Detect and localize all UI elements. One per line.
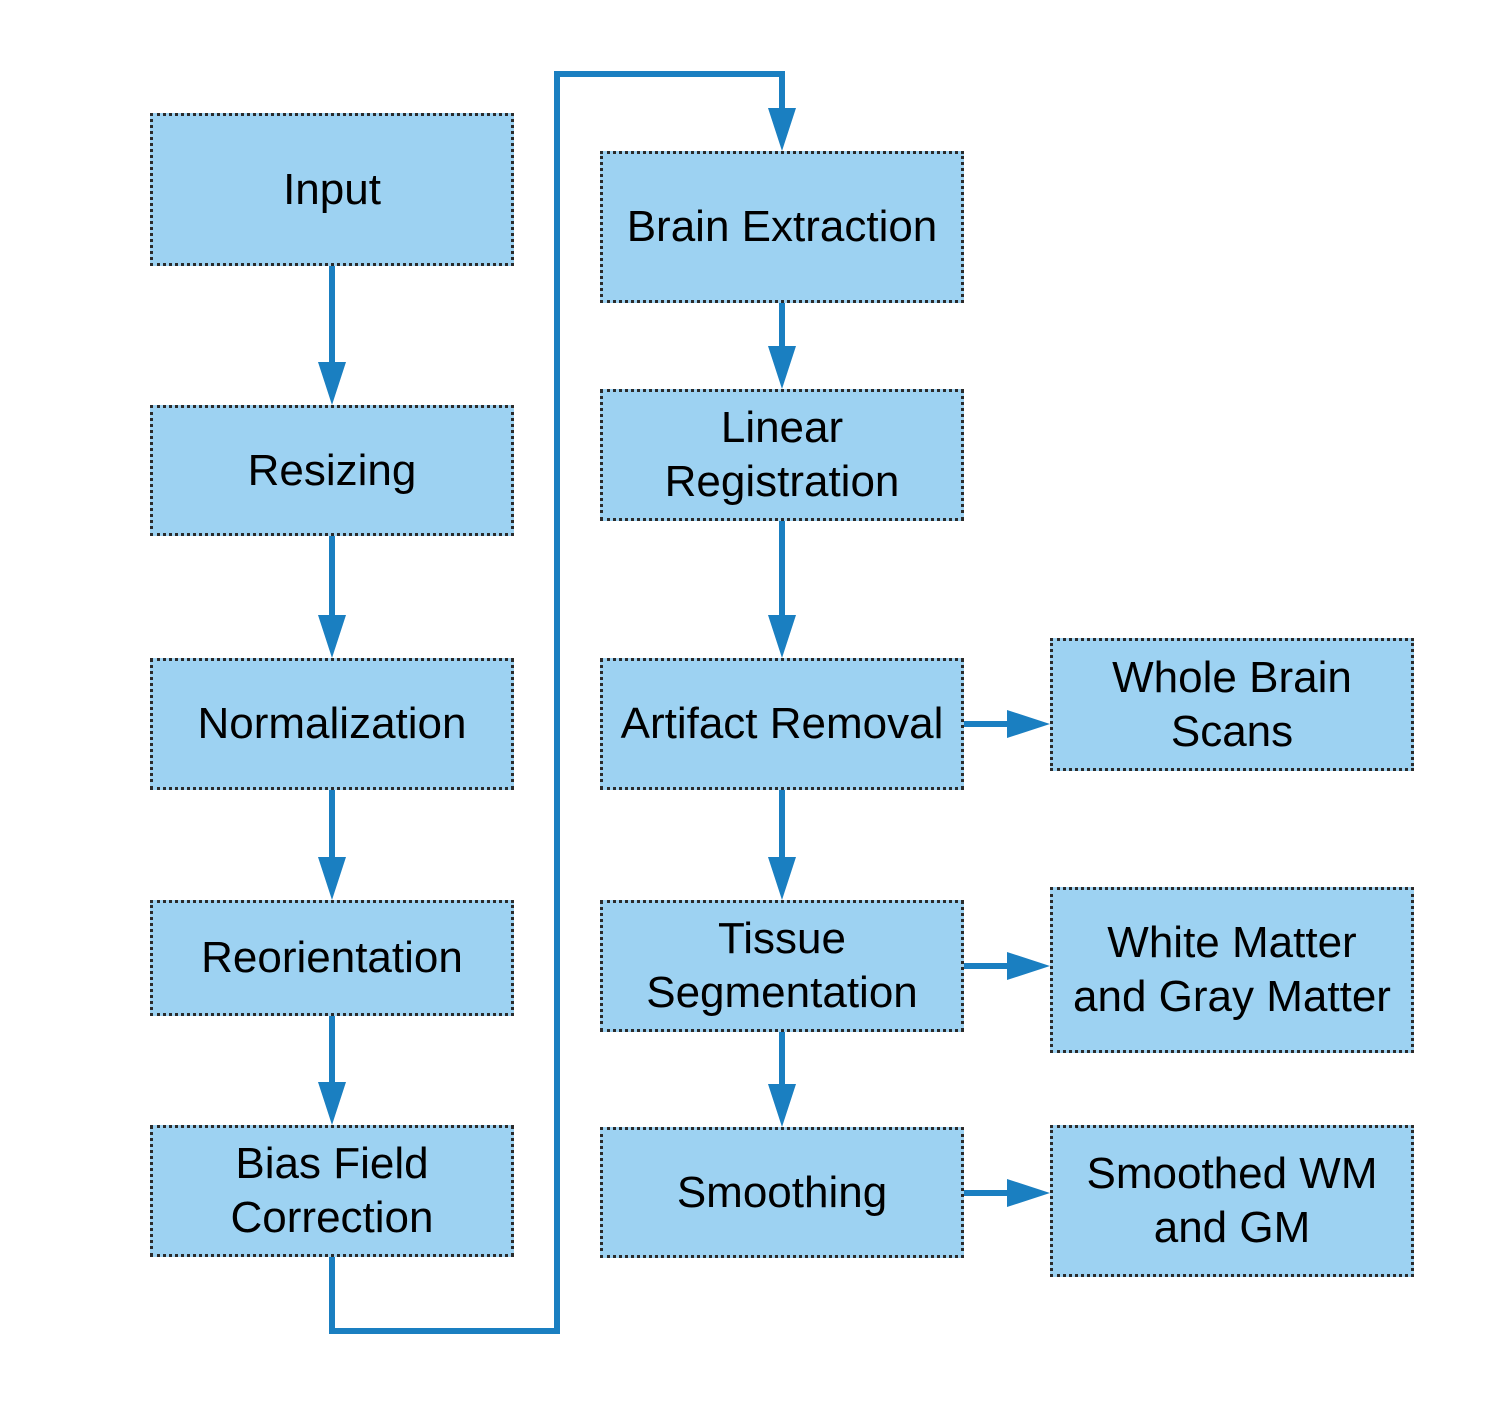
node-label-line: Correction <box>230 1193 434 1242</box>
node-label: Smoothing <box>677 1166 887 1220</box>
node-label-line: Input <box>283 164 381 214</box>
node-label: Brain Extraction <box>627 200 938 254</box>
node-label: Normalization <box>198 697 467 751</box>
node-label: Input <box>283 163 381 217</box>
node-label: Smoothed WM and GM <box>1087 1147 1378 1255</box>
node-label: Resizing <box>248 444 417 498</box>
node-label-line: Normalization <box>197 699 467 748</box>
edge-tissue-segmentation-white-matter-gray-matter <box>964 952 1050 980</box>
node-resizing: Resizing <box>150 405 514 536</box>
edge-bias-field-correction-brain-extraction <box>329 71 796 1334</box>
node-label-line: Scans <box>1170 706 1294 756</box>
node-label-line: Linear <box>720 403 844 452</box>
node-label-line: Bias Field <box>235 1139 429 1188</box>
node-label-line: Whole Brain <box>1112 652 1352 702</box>
node-label-line: Resizing <box>247 445 417 495</box>
edge-resizing-normalization <box>318 536 346 658</box>
node-reorientation: Reorientation <box>150 900 514 1016</box>
node-label: Artifact Removal <box>621 697 944 751</box>
node-label: White Matter and Gray Matter <box>1073 916 1391 1024</box>
node-label-line: Tissue <box>718 914 846 963</box>
edge-artifact-removal-tissue-segmentation <box>768 790 796 900</box>
edge-tissue-segmentation-smoothing <box>768 1032 796 1127</box>
node-label-line: Artifact Removal <box>620 699 944 748</box>
edge-brain-extraction-linear-registration <box>768 303 796 389</box>
edge-reorientation-bias-field-correction <box>318 1016 346 1125</box>
edge-linear-registration-artifact-removal <box>768 521 796 658</box>
node-label-line: Smoothed WM <box>1086 1149 1378 1198</box>
node-label-line: and GM <box>1153 1203 1311 1252</box>
edge-normalization-reorientation <box>318 790 346 900</box>
node-smoothed-wm-gm: Smoothed WM and GM <box>1050 1125 1414 1277</box>
node-label-line: Brain Extraction <box>626 202 938 251</box>
node-label-line: Smoothing <box>676 1167 888 1217</box>
node-input: Input <box>150 113 514 266</box>
edge-artifact-removal-whole-brain-scans <box>964 710 1050 738</box>
node-normalization: Normalization <box>150 658 514 790</box>
node-white-matter-gray-matter: White Matter and Gray Matter <box>1050 887 1414 1053</box>
node-label-line: Segmentation <box>646 968 918 1017</box>
node-label-line: Reorientation <box>201 933 463 982</box>
node-brain-extraction: Brain Extraction <box>600 151 964 303</box>
edge-smoothing-smoothed-wm-gm <box>964 1179 1050 1207</box>
node-artifact-removal: Artifact Removal <box>600 658 964 790</box>
node-label-line: Registration <box>664 457 900 506</box>
node-label: Reorientation <box>201 931 463 985</box>
node-label-line: White Matter <box>1107 918 1357 967</box>
node-smoothing: Smoothing <box>600 1127 964 1258</box>
edge-input-resizing <box>318 266 346 405</box>
node-label-line: and Gray Matter <box>1073 972 1391 1021</box>
